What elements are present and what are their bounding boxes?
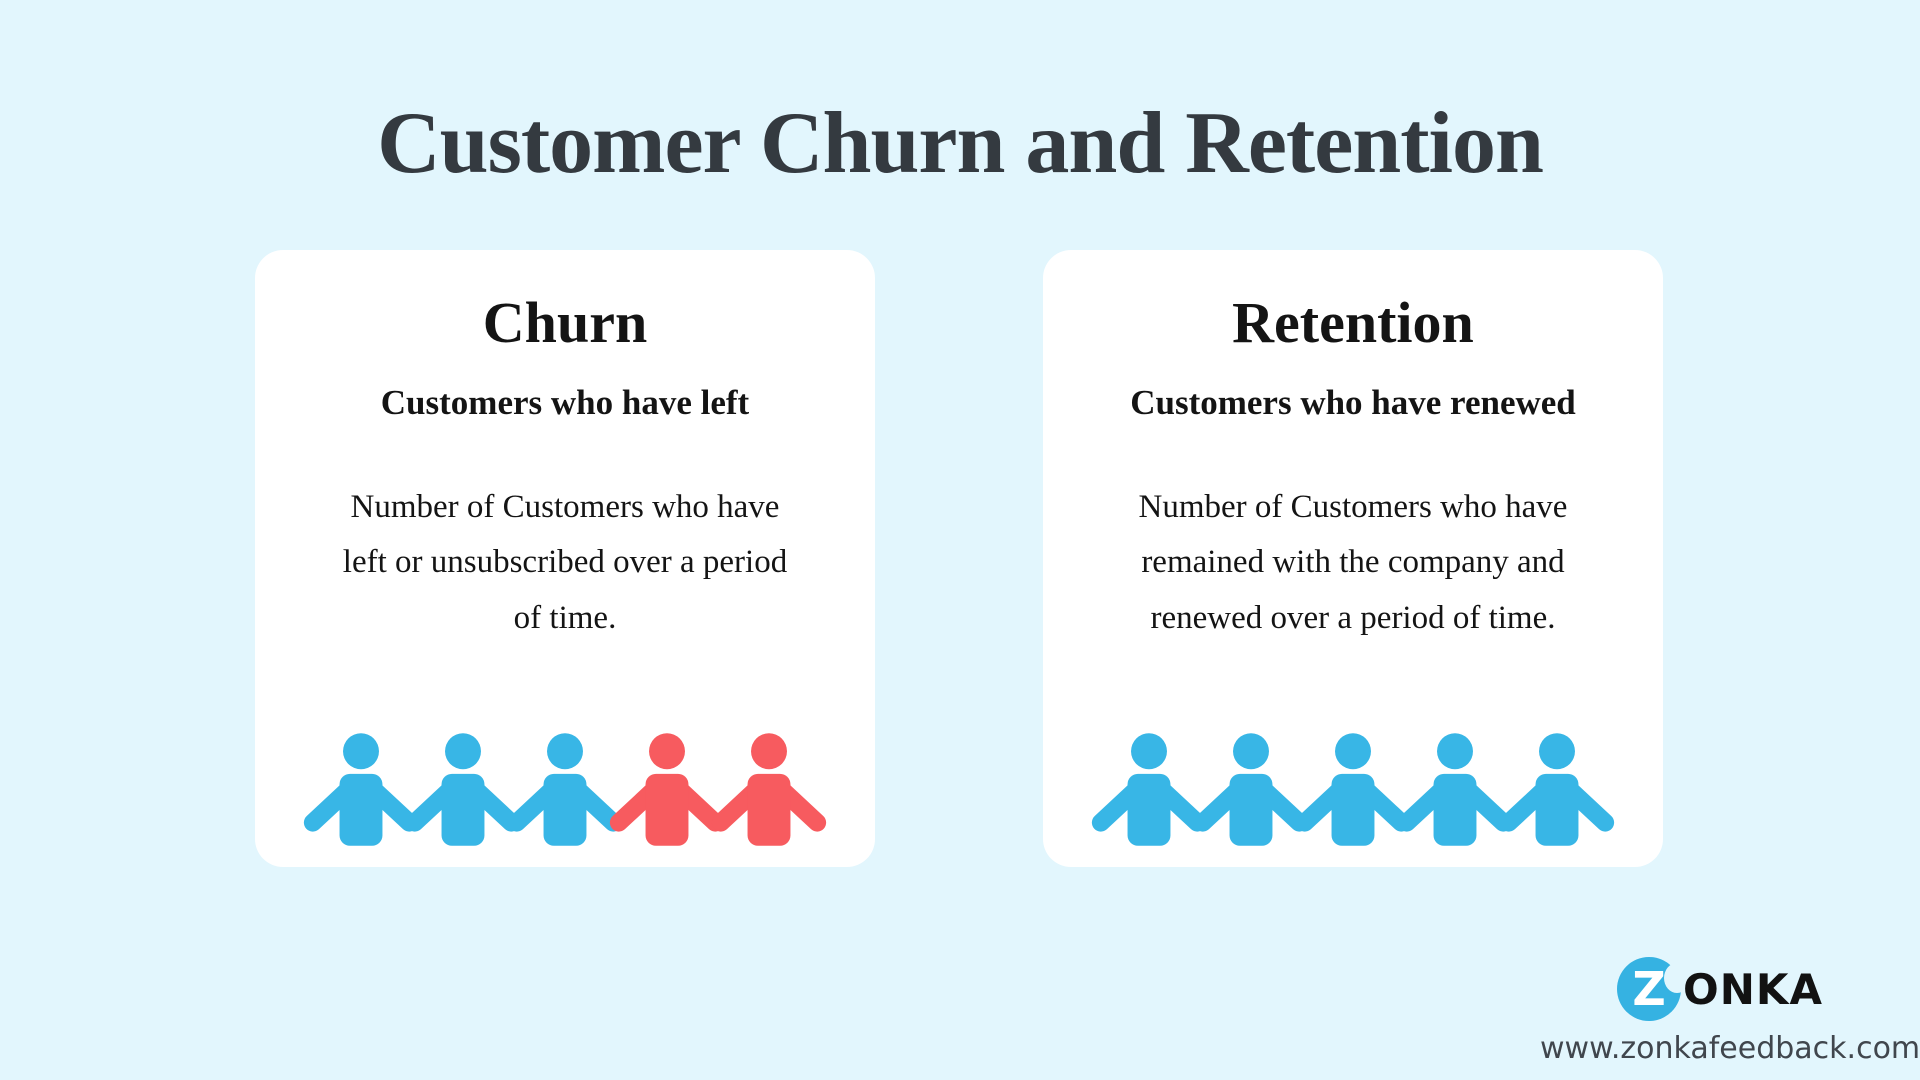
page-title: Customer Churn and Retention <box>377 95 1544 192</box>
retained-person-icon <box>1295 733 1411 846</box>
retained-person-icon <box>1091 733 1207 846</box>
retained-person-icon <box>303 733 419 846</box>
retention-card-subtitle: Customers who have renewed <box>1130 383 1576 422</box>
churn-card-title: Churn <box>482 290 648 355</box>
zonka-logo-icon: Z <box>1617 957 1691 1021</box>
churned-person-icon <box>711 733 827 846</box>
retained-person-icon <box>1397 733 1513 846</box>
retention-card: Retention Customers who have renewed Num… <box>1043 250 1663 867</box>
retention-card-title: Retention <box>1232 290 1474 355</box>
zonka-logo: Z onka <box>1540 957 1900 1021</box>
retention-card-description: Number of Customers who have remained wi… <box>1138 489 1568 636</box>
retained-person-icon <box>1499 733 1615 846</box>
retained-person-icon <box>405 733 521 846</box>
website-url: www.zonkafeedback.com <box>1540 1031 1920 1066</box>
churn-people-row <box>255 732 875 854</box>
retained-person-icon <box>507 733 623 846</box>
churn-card-description: Number of Customers who have left or uns… <box>342 489 788 636</box>
footer-branding: Z onka www.zonkafeedback.com <box>1540 957 1920 1066</box>
churned-person-icon <box>609 733 725 846</box>
retained-person-icon <box>1193 733 1309 846</box>
churn-card-subtitle: Customers who have left <box>380 383 750 422</box>
retention-people-row <box>1043 732 1663 854</box>
zonka-logo-wordmark: onka <box>1683 964 1823 1014</box>
churn-card: Churn Customers who have left Number of … <box>255 250 875 867</box>
